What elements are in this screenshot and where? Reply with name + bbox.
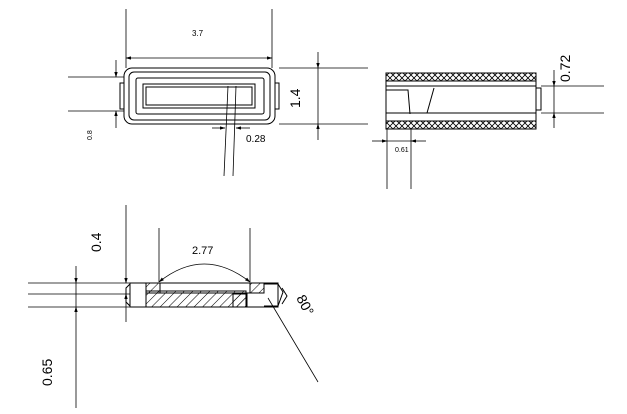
- dim-top-slot: 0.28: [246, 134, 266, 145]
- dim-section-top: 0.4: [88, 232, 104, 252]
- dim-section-bottom: 0.65: [39, 359, 55, 386]
- dim-top-length: 3.7: [192, 29, 204, 38]
- top-view: 3.7 0.8 1.4 0.28: [68, 9, 368, 177]
- side-view: 0.72 0.61: [372, 55, 604, 189]
- dim-top-left-small: 0.8: [87, 130, 94, 140]
- dim-side-gap: 0.61: [395, 147, 409, 154]
- dim-section-span: 2.77: [192, 245, 213, 257]
- dim-section-angle: 80°: [293, 292, 317, 318]
- dim-side-height: 0.72: [557, 55, 573, 82]
- dim-top-height: 1.4: [287, 88, 303, 108]
- section-view: 2.77 0.4 0.65 80°: [28, 205, 319, 408]
